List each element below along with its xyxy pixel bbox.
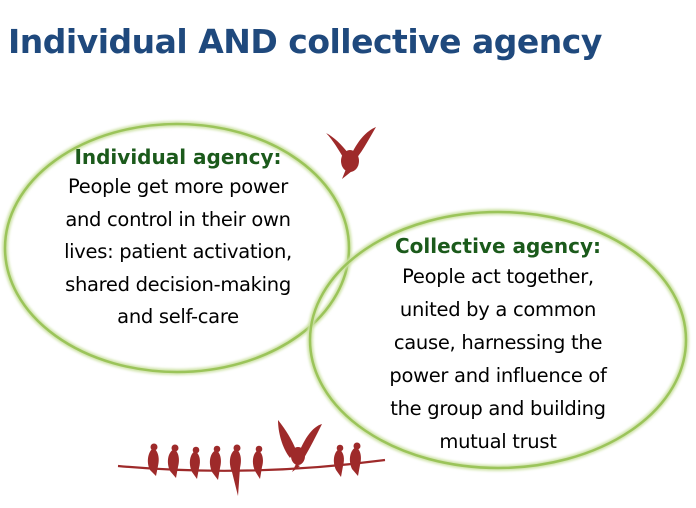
individual-agency-ellipse	[2, 121, 352, 375]
page-title: Individual AND collective agency	[8, 22, 602, 61]
collective-agency-heading: Collective agency:	[394, 234, 602, 258]
individual-agency-heading: Individual agency:	[74, 145, 282, 169]
individual-agency-body: People get more power and control in the…	[64, 175, 292, 328]
birds-on-wire-icon	[117, 420, 386, 496]
bird-flying-icon	[326, 127, 376, 179]
collective-agency-body: People act together, united by a common …	[389, 265, 607, 453]
collective-agency-ellipse	[307, 209, 689, 471]
individual-agency-text: Individual agency: People get more power…	[28, 143, 328, 334]
collective-agency-text: Collective agency: People act together, …	[340, 232, 656, 458]
